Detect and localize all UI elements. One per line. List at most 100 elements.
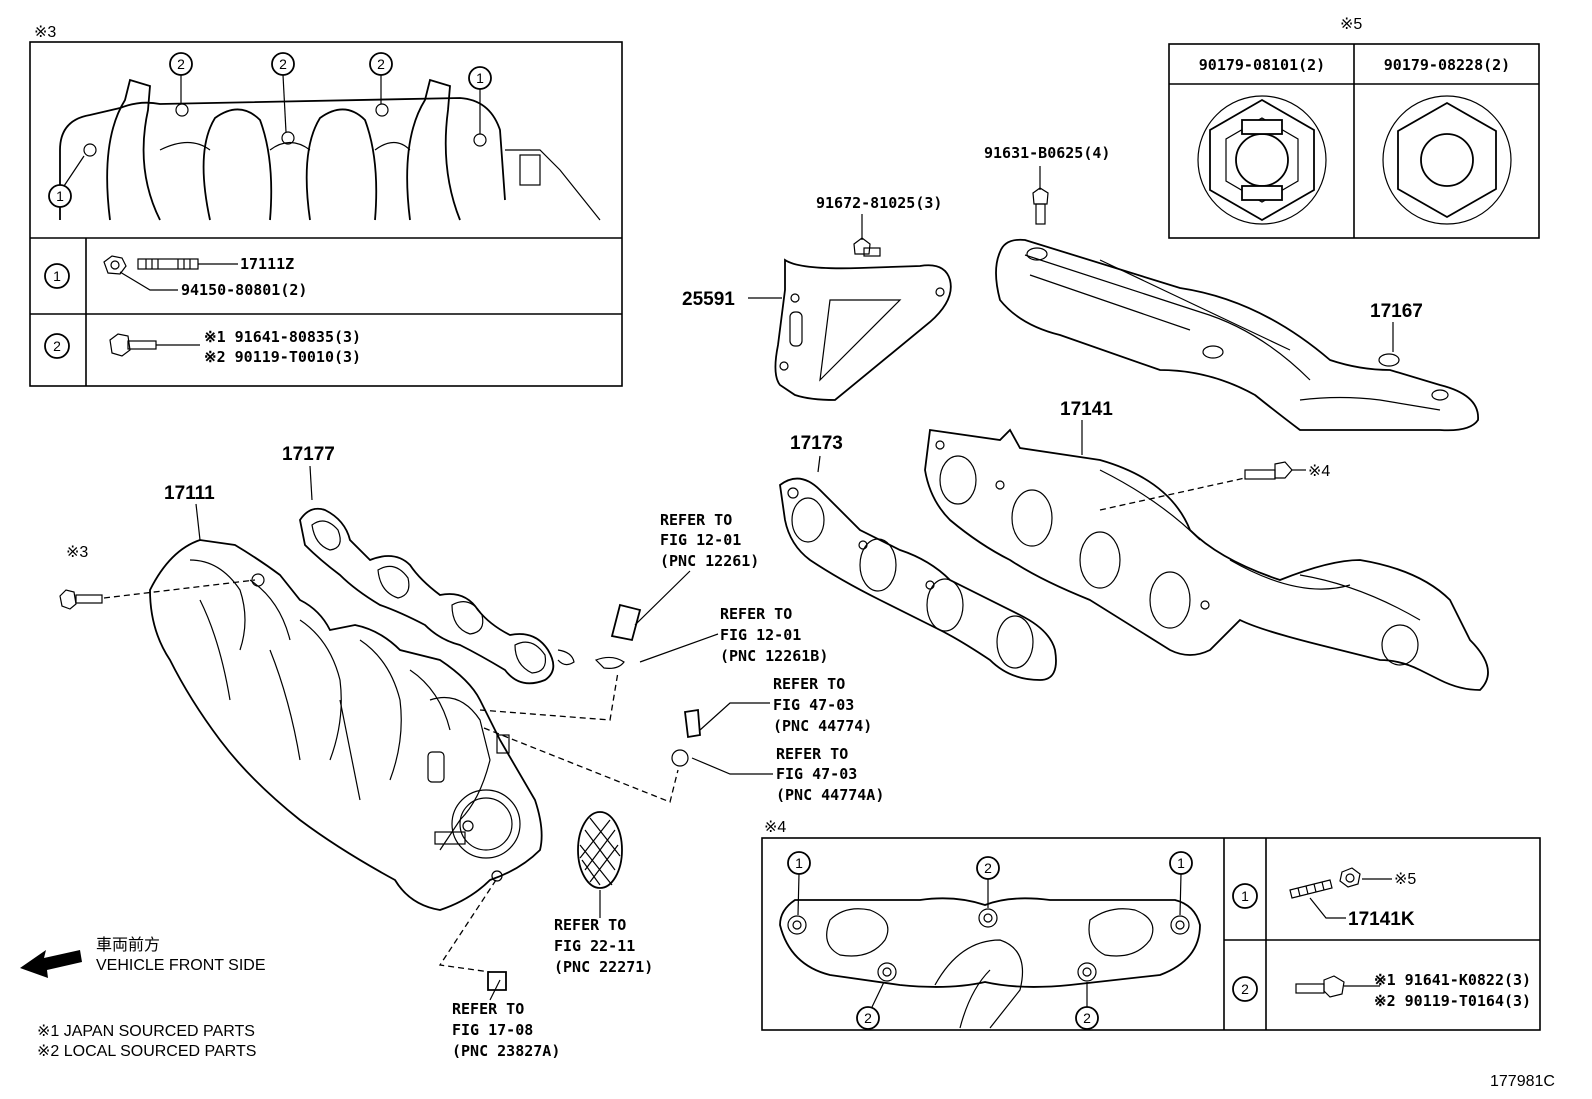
bracket-label: 25591 <box>682 289 735 310</box>
arrow-left-icon <box>20 950 82 978</box>
hex-nut-icon <box>1197 95 1327 225</box>
inset-3-mark: ※3 <box>34 24 56 41</box>
svg-text:(PNC 23827A): (PNC 23827A) <box>452 1042 560 1060</box>
front-label-en: VEHICLE FRONT SIDE <box>96 957 266 974</box>
svg-text:2: 2 <box>377 56 385 72</box>
inset-4-row1-number: 1 <box>1241 888 1249 904</box>
ref-22271: REFER TO FIG 22-11 (PNC 22271) <box>554 811 653 976</box>
bolt-91672: 91672-81025(3) <box>816 194 942 257</box>
nut-icon <box>1339 867 1361 888</box>
svg-text:REFER TO: REFER TO <box>660 511 732 529</box>
bolt-mark-3: ※3 <box>59 544 256 610</box>
front-label-jp: 車両前方 <box>96 936 160 954</box>
svg-text:REFER TO: REFER TO <box>776 745 848 763</box>
flange-nut-icon <box>1382 95 1512 225</box>
svg-text:(PNC 12261B): (PNC 12261B) <box>720 647 828 665</box>
bolt-90119-label: ※2 90119-T0010(3) <box>204 348 361 366</box>
inset-4-row2-number: 2 <box>1241 981 1249 997</box>
inset-3-row2-circle <box>44 333 70 359</box>
vehicle-front-arrow: 車両前方 VEHICLE FRONT SIDE <box>20 936 266 978</box>
inset-4-frame <box>761 837 1541 1031</box>
inset-3-callout: 2 <box>169 52 193 104</box>
mark-5-ref: ※5 <box>1394 871 1416 888</box>
inset-3-manifold-drawing <box>59 78 601 221</box>
ref-23827A: REFER TO FIG 17-08 (PNC 23827A) <box>452 971 560 1060</box>
figure-id: 177981C <box>1490 1073 1555 1090</box>
inset-4-callout: 1 <box>787 851 811 916</box>
ref-44774: REFER TO FIG 47-03 (PNC 44774) <box>684 675 872 739</box>
svg-text:(PNC 44774): (PNC 44774) <box>773 717 872 735</box>
mark-3-label: ※3 <box>66 544 88 561</box>
inset-3-row1-number: 1 <box>53 268 61 284</box>
stud-icon <box>137 258 199 270</box>
svg-text:REFER TO: REFER TO <box>773 675 845 693</box>
svg-text:FIG 12-01: FIG 12-01 <box>660 531 741 549</box>
note-local-sourced: ※2 LOCAL SOURCED PARTS <box>37 1043 256 1060</box>
intake-manifold-17111: 17111 <box>149 483 543 911</box>
svg-text:1: 1 <box>476 70 484 86</box>
svg-text:(PNC 22271): (PNC 22271) <box>554 958 653 976</box>
inset-3-callout: 1 <box>48 155 85 208</box>
inset-4-row1-circle <box>1232 883 1258 909</box>
nut-90179-08228-label: 90179-08228(2) <box>1384 56 1510 74</box>
inset-3-frame <box>29 41 623 387</box>
inset-3-row1-circle <box>44 263 70 289</box>
svg-text:1: 1 <box>1177 855 1185 871</box>
inset-3-row2-number: 2 <box>53 338 61 354</box>
part-17111Z-label: 17111Z <box>240 255 294 273</box>
inset-4: ※4 1 2 1 <box>761 819 1541 1031</box>
svg-text:2: 2 <box>177 56 185 72</box>
svg-text:FIG 47-03: FIG 47-03 <box>773 696 854 714</box>
ref-12261: REFER TO FIG 12-01 (PNC 12261) <box>610 511 759 642</box>
svg-text:2: 2 <box>864 1010 872 1026</box>
stud-icon <box>1289 879 1333 899</box>
svg-text:REFER TO: REFER TO <box>720 605 792 623</box>
bolt-90119-T0164-label: ※2 90119-T0164(3) <box>1374 992 1531 1010</box>
nut-icon <box>103 255 127 275</box>
svg-text:(PNC 12261): (PNC 12261) <box>660 552 759 570</box>
nut-90179-08101-label: 90179-08101(2) <box>1199 56 1325 74</box>
exhaust-gasket-17173: 17173 <box>779 433 1057 681</box>
inset-5: ※5 90179-08101(2) 90179-08228(2) <box>1168 16 1540 239</box>
svg-text:(PNC 44774A): (PNC 44774A) <box>776 786 884 804</box>
inset-3: ※3 2 2 <box>29 24 623 387</box>
inset-3-callout: 2 <box>271 52 295 133</box>
svg-text:2: 2 <box>279 56 287 72</box>
inset-3-callout: 1 <box>468 66 492 134</box>
svg-text:FIG 17-08: FIG 17-08 <box>452 1021 533 1039</box>
note-japan-sourced: ※1 JAPAN SOURCED PARTS <box>37 1023 255 1040</box>
exhaust-manifold-label: 17141 <box>1060 399 1113 420</box>
svg-text:2: 2 <box>984 860 992 876</box>
intake-gasket-label: 17177 <box>282 444 335 465</box>
ref-12261B: REFER TO FIG 12-01 (PNC 12261B) <box>594 605 828 669</box>
bolt-91631: 91631-B0625(4) <box>984 144 1110 225</box>
svg-text:FIG 22-11: FIG 22-11 <box>554 937 635 955</box>
inset-3-callout: 2 <box>369 52 393 104</box>
inset-4-callout: 2 <box>976 856 1000 908</box>
svg-text:2: 2 <box>1083 1010 1091 1026</box>
bolt-91641-label: ※1 91641-80835(3) <box>204 328 361 346</box>
stud-mark-4: ※4 <box>1099 461 1330 511</box>
inset-4-flange-drawing <box>779 897 1201 1029</box>
mark-4-label: ※4 <box>1308 463 1330 480</box>
bolt-91631-label: 91631-B0625(4) <box>984 144 1110 162</box>
inset-4-callout: 1 <box>1169 851 1193 916</box>
exhaust-gasket-label: 17173 <box>790 433 843 454</box>
svg-text:REFER TO: REFER TO <box>452 1000 524 1018</box>
nut-94150-label: 94150-80801(2) <box>181 281 307 299</box>
inset-5-mark: ※5 <box>1340 16 1362 33</box>
inset-4-mark: ※4 <box>764 819 786 836</box>
inset-4-callout: 2 <box>1075 982 1099 1030</box>
bolt-91672-label: 91672-81025(3) <box>816 194 942 212</box>
part-17141K-label: 17141K <box>1348 909 1415 930</box>
heat-insulator-label: 17167 <box>1370 301 1423 322</box>
bolt-icon <box>109 333 157 357</box>
inset-4-callout: 2 <box>856 981 885 1030</box>
intake-manifold-label: 17111 <box>164 483 215 504</box>
svg-text:REFER TO: REFER TO <box>554 916 626 934</box>
heat-insulator-17167: 17167 <box>995 238 1479 432</box>
inset-4-row2-circle <box>1232 976 1258 1002</box>
ref-44774A: REFER TO FIG 47-03 (PNC 44774A) <box>671 745 884 804</box>
intake-gasket-17177: 17177 <box>282 444 575 685</box>
